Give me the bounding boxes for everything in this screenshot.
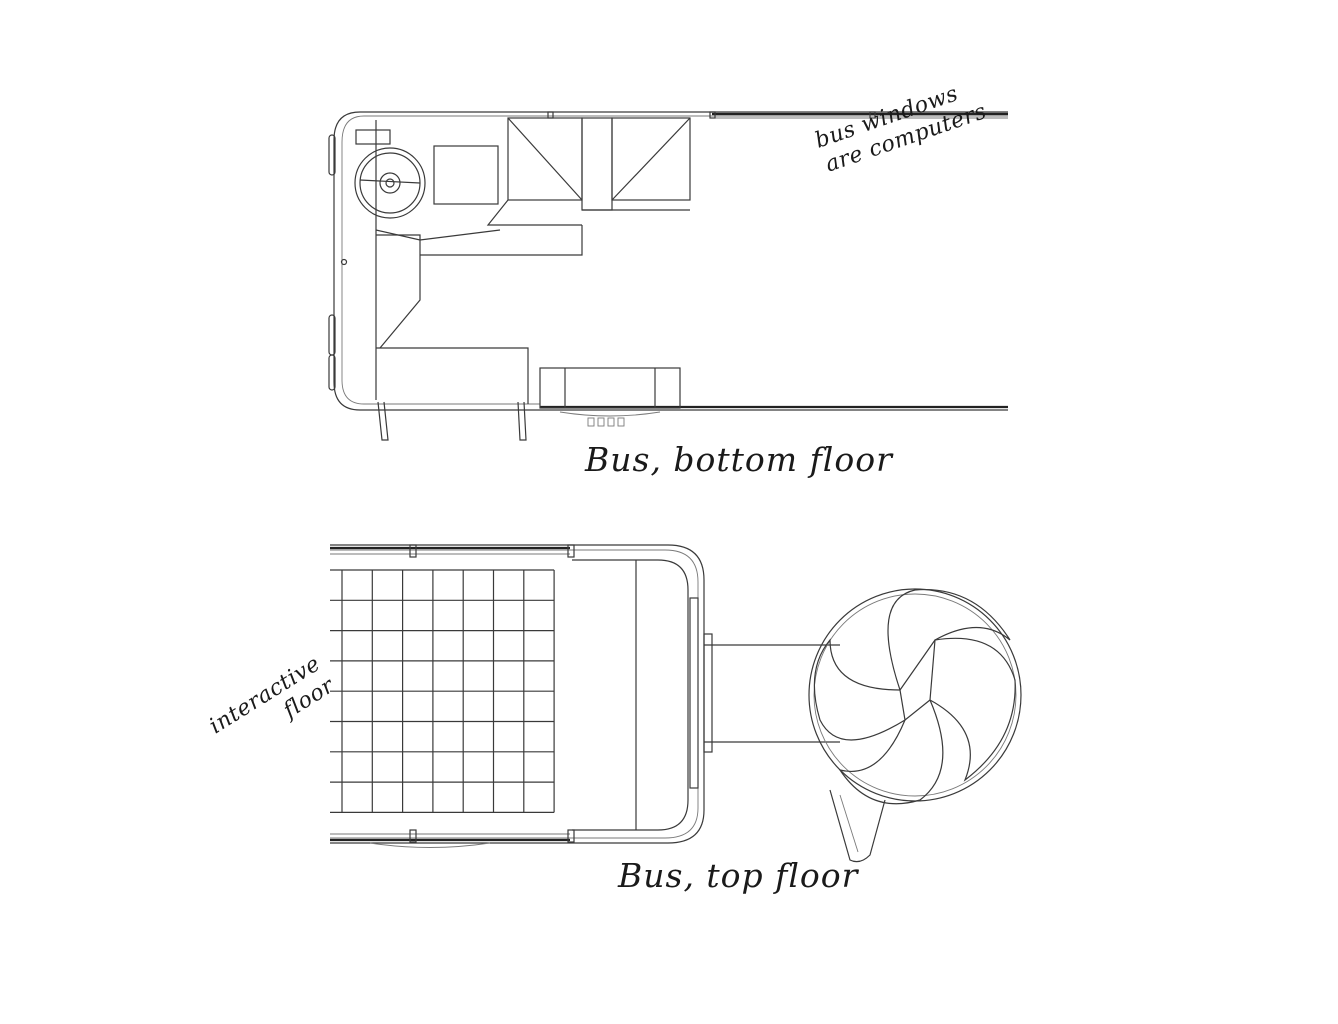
bottom-floor-caption: Bus, bottom floor [585,440,893,479]
bottom-floor-plan [328,111,1008,441]
top-floor-caption: Bus, top floor [618,856,859,895]
interactive-floor-grid [330,569,555,814]
spiral-slide [808,588,1022,863]
top-floor-plan [330,544,1022,863]
